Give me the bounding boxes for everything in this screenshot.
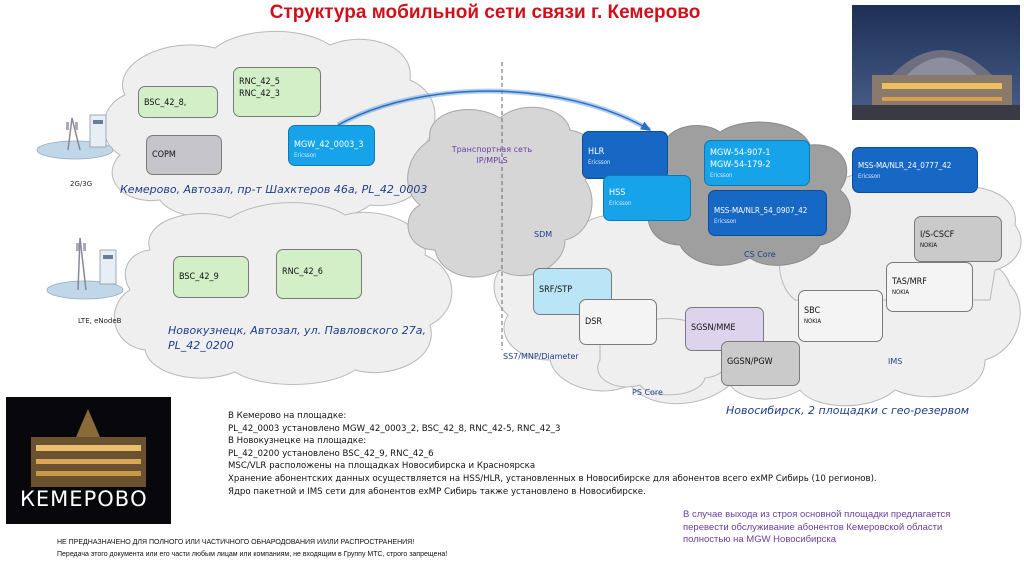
ss7-label: SS7/MNP/Diameter [503, 352, 579, 361]
notes-block: В Кемерово на площадке: PL_42_0003 устан… [228, 410, 877, 498]
node-hlr[interactable]: HLR Ericsson [582, 131, 668, 179]
node-label: DSR [580, 300, 656, 328]
node-label: RNC_42_5 RNC_42_3 [234, 68, 320, 100]
label-lte: LTE, eNodeB [78, 317, 121, 325]
node-label: GGSN/PGW [722, 342, 799, 368]
node-mgw-54[interactable]: MGW-54-907-1 MGW-54-179-2 Ericsson [704, 140, 810, 186]
vendor-label: NOKIA [915, 242, 1001, 249]
node-label: MGW-54-907-1 MGW-54-179-2 [705, 141, 809, 171]
node-bsc-42-8[interactable]: BSC_42_8, [138, 86, 218, 118]
label-2g3g: 2G/3G [70, 180, 92, 188]
kemerovo-photo: КЕМЕРОВО [6, 397, 171, 524]
city-photo-top [852, 5, 1020, 120]
note-line: Хранение абонентских данных осуществляет… [228, 473, 877, 486]
note-line: PL_42_0003 установлено MGW_42_0003_2, BS… [228, 423, 877, 436]
novokuznetsk-site-code: PL_42_0200 [168, 339, 234, 352]
node-ggsn-pgw[interactable]: GGSN/PGW [721, 341, 800, 386]
footer-line: Передача этого документа или его части л… [57, 549, 447, 561]
footer: НЕ ПРЕДНАЗНАЧЕНО ДЛЯ ПОЛНОГО ИЛИ ЧАСТИЧН… [57, 537, 447, 561]
note-line: В Кемерово на площадке: [228, 410, 877, 423]
page-title: Структура мобильной сети связи г. Кемеро… [120, 2, 850, 24]
kemerovo-site-label: Кемерово, Автозал, пр-т Шахктеров 46а, P… [120, 183, 427, 196]
node-label: BSC_42_9 [174, 257, 248, 283]
backup-note: В случае выхода из строя основной площад… [683, 509, 983, 547]
node-bsc-42-9[interactable]: BSC_42_9 [173, 256, 249, 298]
transport-network-label: Транспортная сеть IP/MPLS [432, 144, 552, 166]
node-mss-54[interactable]: MSS-MA/NLR_54_0907_42 Ericsson [708, 190, 827, 236]
node-label: I/S-CSCF [915, 217, 1001, 241]
note-line: MSC/VLR расположены на площадках Новосиб… [228, 460, 877, 473]
node-rnc-42-5-3[interactable]: RNC_42_5 RNC_42_3 [233, 67, 321, 117]
node-hss[interactable]: HSS Ericsson [603, 175, 691, 221]
sdm-label: SDM [534, 230, 552, 239]
vendor-label: Ericsson [604, 200, 690, 207]
node-label: MSS-MA/NLR_24_0777_42 [853, 148, 977, 172]
node-sorm[interactable]: СОРМ [146, 135, 222, 175]
novokuznetsk-site-label: Новокузнецк, Автозал, ул. Павловского 27… [168, 324, 426, 337]
ims-label: IMS [888, 357, 902, 366]
node-label: СОРМ [147, 136, 221, 161]
note-line: Ядро пакетной и IMS сети для абонентов e… [228, 486, 877, 499]
vendor-label: Ericsson [583, 159, 667, 166]
node-label: SBC [799, 291, 882, 317]
vendor-label: Ericsson [709, 218, 826, 225]
node-sbc[interactable]: SBC NOKIA [798, 290, 883, 342]
node-label: SGSN/MME [686, 308, 763, 334]
vendor-label: Ericsson [853, 173, 977, 180]
node-label: BSC_42_8, [139, 87, 217, 109]
footer-line: НЕ ПРЕДНАЗНАЧЕНО ДЛЯ ПОЛНОГО ИЛИ ЧАСТИЧН… [57, 537, 447, 549]
node-rnc-42-6[interactable]: RNC_42_6 [276, 249, 362, 299]
ps-core-label: PS Core [632, 388, 663, 397]
base-station-2g3g-icon [37, 115, 113, 159]
node-label: MGW_42_0003_3 [289, 126, 374, 151]
node-label: SRF/STP [534, 269, 611, 296]
node-mss-24[interactable]: MSS-MA/NLR_24_0777_42 Ericsson [852, 147, 978, 193]
vendor-label: NOKIA [887, 289, 972, 296]
node-label: HLR [583, 132, 667, 158]
node-dsr[interactable]: DSR [579, 299, 657, 345]
base-station-lte-icon [47, 238, 123, 299]
node-label: RNC_42_6 [277, 250, 361, 278]
vendor-label: Ericsson [705, 172, 809, 179]
kemerovo-photo-caption: КЕМЕРОВО [20, 487, 148, 511]
cs-core-label: CS Core [744, 250, 776, 259]
node-tas-mrf[interactable]: TAS/MRF NOKIA [886, 262, 973, 312]
note-line: В Новокузнецке на площадке: [228, 435, 877, 448]
node-label: TAS/MRF [887, 263, 972, 288]
note-line: PL_42_0200 установлено BSC_42_9, RNC_42_… [228, 448, 877, 461]
node-label: MSS-MA/NLR_54_0907_42 [709, 191, 826, 217]
node-mgw-42-0003-3[interactable]: MGW_42_0003_3 Ericsson [288, 125, 375, 166]
vendor-label: NOKIA [799, 318, 882, 325]
node-i-s-cscf[interactable]: I/S-CSCF NOKIA [914, 216, 1002, 262]
node-label: HSS [604, 176, 690, 199]
vendor-label: Ericsson [289, 152, 374, 159]
